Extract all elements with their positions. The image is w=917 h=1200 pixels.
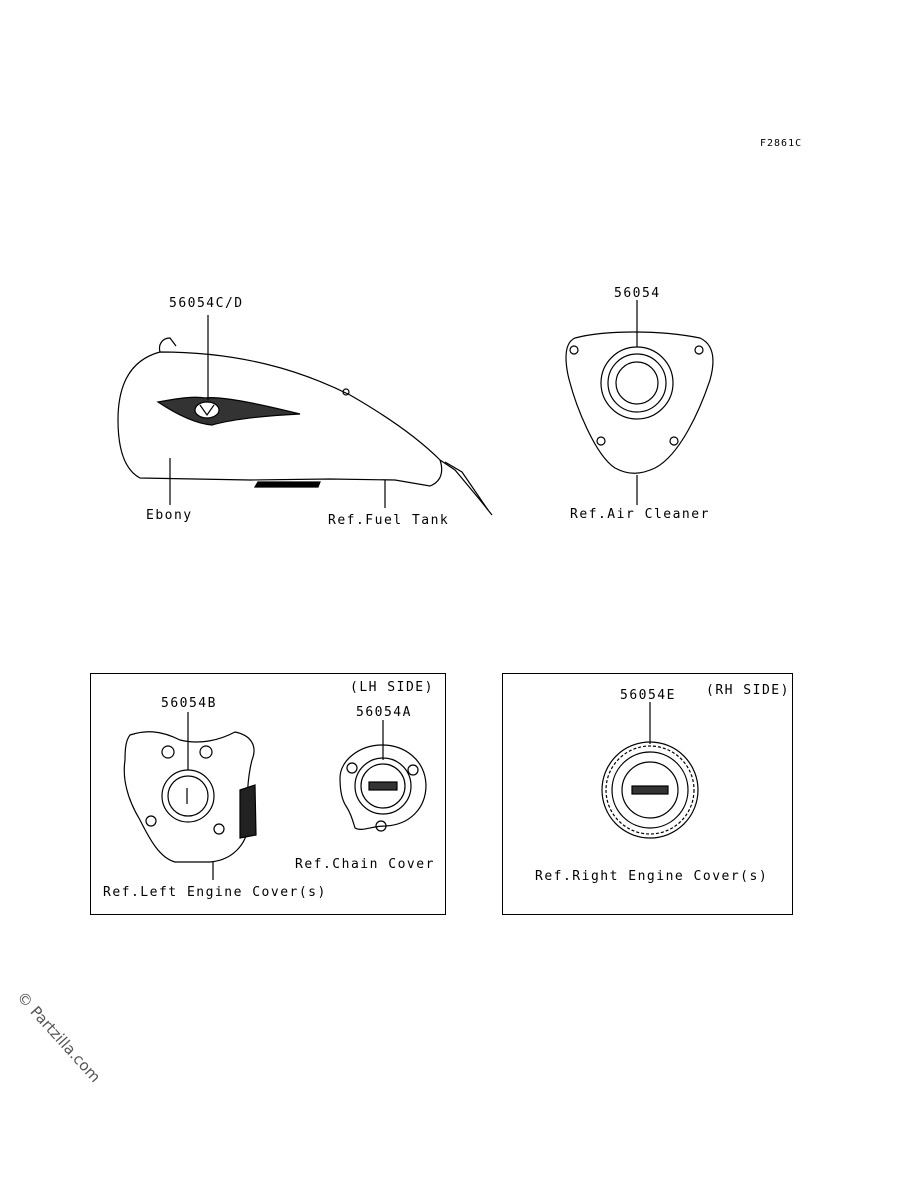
lh-side-label: (LH SIDE) bbox=[350, 680, 434, 695]
lh-side-panel bbox=[90, 673, 446, 915]
rh-side-label: (RH SIDE) bbox=[706, 683, 790, 698]
air-cleaner-part-number: 56054 bbox=[614, 286, 661, 301]
figure-code: F2861C bbox=[760, 138, 803, 149]
left-cover-part-number: 56054B bbox=[161, 696, 217, 711]
tank-emblem-part-number: 56054C/D bbox=[169, 296, 244, 311]
chain-cover-label: Ref.Chain Cover bbox=[295, 857, 435, 872]
tank-emblem-drawing bbox=[156, 396, 301, 426]
chain-cover-part-number: 56054A bbox=[356, 705, 412, 720]
right-engine-cover-label: Ref.Right Engine Cover(s) bbox=[535, 869, 769, 884]
left-engine-cover-label: Ref.Left Engine Cover(s) bbox=[103, 885, 327, 900]
right-cover-part-number: 56054E bbox=[620, 688, 676, 703]
rh-side-panel bbox=[502, 673, 793, 915]
air-cleaner-drawing bbox=[565, 331, 714, 474]
air-cleaner-label: Ref.Air Cleaner bbox=[570, 507, 710, 522]
right-engine-cover-drawing bbox=[601, 741, 699, 839]
chain-cover-drawing bbox=[339, 744, 427, 832]
fuel-tank-drawing bbox=[117, 337, 493, 516]
fuel-tank-label: Ref.Fuel Tank bbox=[328, 513, 450, 528]
ebony-label: Ebony bbox=[146, 508, 193, 523]
